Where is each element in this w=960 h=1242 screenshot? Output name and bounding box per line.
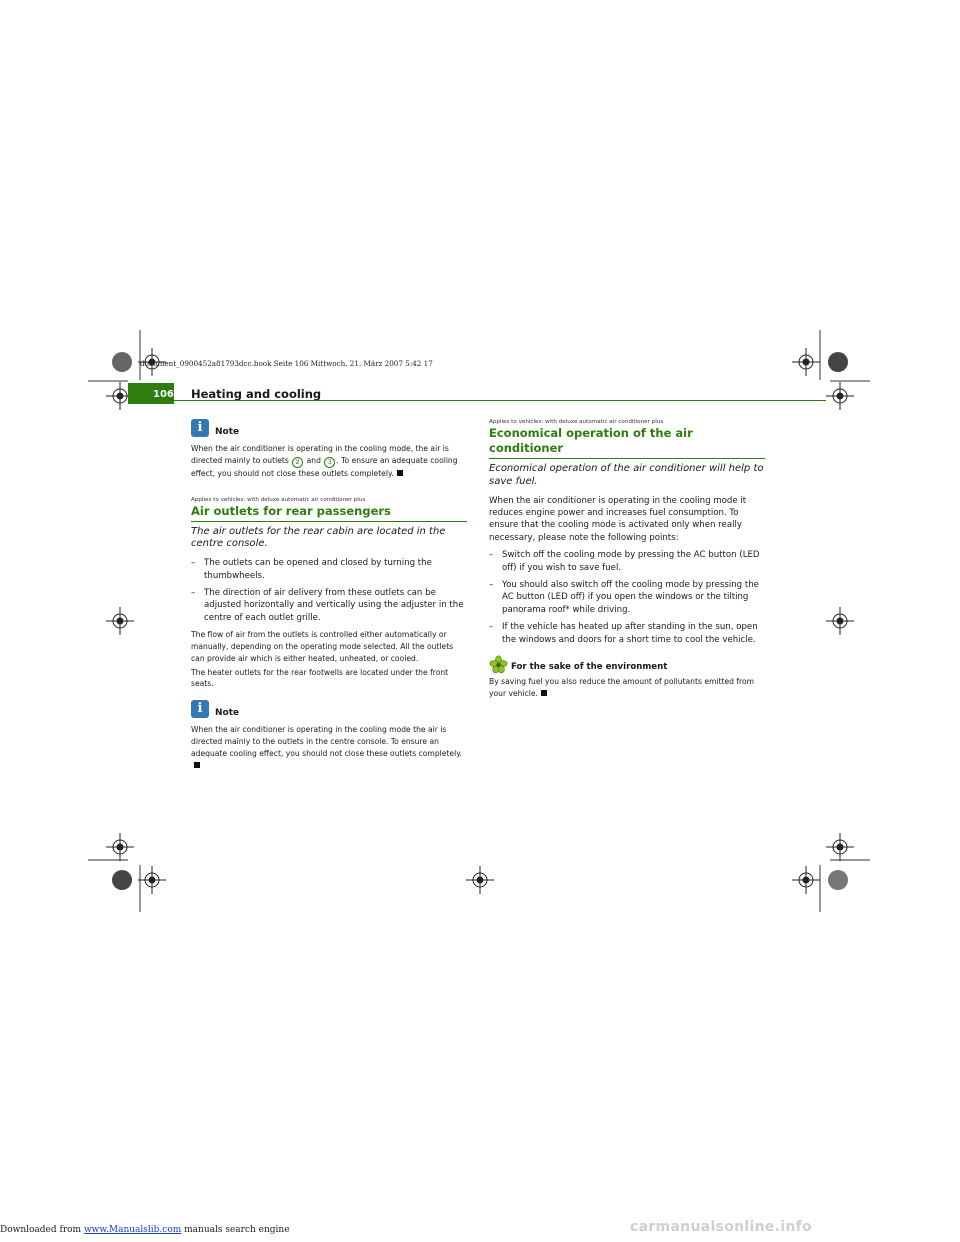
page-number-box	[128, 383, 174, 404]
manualslib-link[interactable]: www.Manualslib.com	[83, 1225, 182, 1235]
note-text: When the air conditioner is operating in…	[191, 724, 467, 771]
note-header: i Note	[191, 700, 467, 724]
dash-icon: –	[489, 622, 494, 633]
outlet-number: 2	[292, 456, 304, 468]
note-text-part: When the air conditioner is operating in…	[191, 444, 449, 465]
note-text-part: When the air conditioner is operating in…	[191, 725, 463, 758]
list-item-text: The direction of air delivery from these…	[204, 588, 464, 623]
environment-text: By saving fuel you also reduce the amoun…	[489, 676, 765, 700]
applies-to: Applies to vehicles: with deluxe automat…	[191, 496, 366, 503]
footer-suffix: manuals search engine	[181, 1225, 290, 1235]
dash-icon: –	[489, 580, 494, 591]
section-title: Heating and cooling	[191, 387, 322, 401]
download-footer: Downloaded from www.Manualslib.com manua…	[0, 1225, 290, 1235]
list-item: –The outlets can be opened and closed by…	[191, 557, 467, 582]
end-of-section-icon	[194, 761, 200, 768]
body-paragraph: When the air conditioner is operating in…	[489, 495, 747, 543]
page-number: 106	[153, 389, 174, 400]
dash-icon: –	[191, 588, 196, 598]
intro-text: Economical operation of the air conditio…	[489, 463, 764, 487]
header-rule	[128, 400, 826, 401]
dash-icon: –	[489, 550, 494, 561]
list-item: –The direction of air delivery from thes…	[191, 587, 467, 624]
info-icon: i	[191, 419, 209, 437]
environment-header: For the sake of the environment	[489, 655, 765, 676]
list-item-text: You should also switch off the cooling m…	[502, 580, 759, 615]
body-paragraph: The heater outlets for the rear footwell…	[191, 667, 449, 689]
end-of-section-icon	[396, 469, 403, 476]
list-item-text: Switch off the cooling mode by pressing …	[502, 550, 760, 573]
watermark: carmanualsonline.info	[630, 1219, 812, 1235]
environment-text-part: By saving fuel you also reduce the amoun…	[489, 677, 755, 698]
note-header: i Note	[191, 419, 467, 443]
heading-economical-operation: Economical operation of the air conditio…	[489, 426, 765, 459]
dash-icon: –	[191, 558, 196, 569]
left-column: i Note When the air conditioner is opera…	[191, 419, 467, 773]
right-column: Applies to vehicles: with deluxe automat…	[489, 418, 765, 702]
list-item: –You should also switch off the cooling …	[489, 579, 765, 616]
applies-to: Applies to vehicles: with deluxe automat…	[489, 419, 664, 425]
heading-rear-outlets: Air outlets for rear passengers	[191, 504, 467, 522]
environment-label: For the sake of the environment	[511, 662, 668, 673]
note-text-part: and	[304, 455, 324, 465]
outlet-number: 3	[324, 456, 336, 468]
list-item-text: The outlets can be opened and closed by …	[204, 558, 432, 581]
print-note: document_0900452a81793dcc.book Seite 106…	[140, 359, 433, 368]
list-item: –Switch off the cooling mode by pressing…	[489, 549, 765, 574]
flower-icon	[489, 655, 508, 674]
intro-text: The air outlets for the rear cabin are l…	[191, 525, 446, 550]
footer-prefix: Downloaded from	[0, 1225, 84, 1235]
note-label: Note	[215, 427, 240, 437]
end-of-section-icon	[540, 689, 547, 696]
note-label: Note	[215, 708, 240, 719]
list-item-text: If the vehicle has heated up after stand…	[502, 622, 758, 645]
body-paragraph: The flow of air from the outlets is cont…	[191, 630, 454, 663]
info-icon: i	[191, 700, 209, 719]
note-text: When the air conditioner is operating in…	[191, 443, 467, 480]
note-text-part: . To ensure an adequate cooling effect, …	[191, 455, 458, 478]
list-item: –If the vehicle has heated up after stan…	[489, 621, 765, 646]
